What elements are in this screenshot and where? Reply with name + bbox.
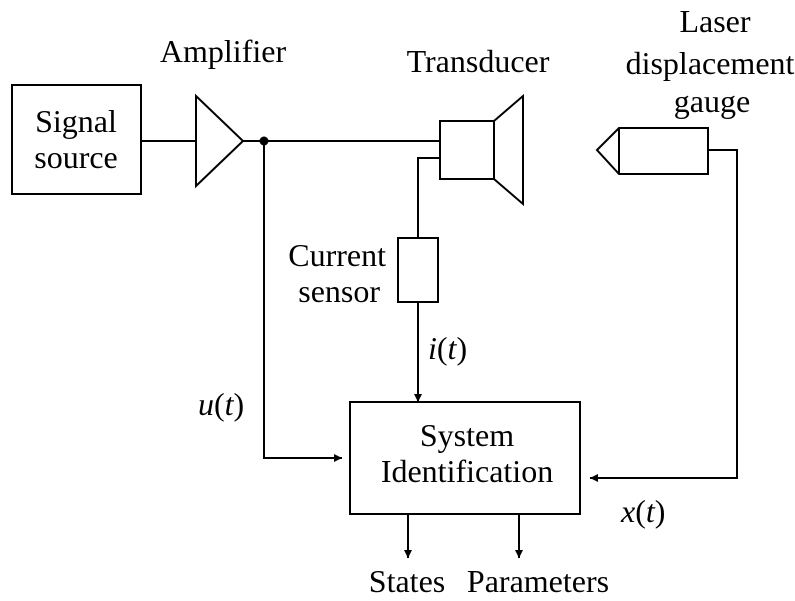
laser-gauge-label-line3: gauge	[674, 83, 750, 119]
current-signal-paren-close: )	[456, 330, 467, 366]
displacement-signal-paren-open: (	[635, 493, 646, 529]
current-sensor-box	[397, 237, 439, 303]
current-sensor-label-line2: sensor	[298, 273, 380, 309]
transducer-magnet-box	[439, 120, 495, 180]
voltage-signal-name: u	[198, 386, 214, 422]
displacement-signal-name: x	[620, 493, 635, 529]
laser-gauge-label-line2: displacement	[626, 45, 795, 81]
system-identification-label-line1: System	[420, 417, 514, 453]
transducer-cone	[493, 93, 524, 207]
current-sensor-label-line1: Current	[288, 237, 386, 273]
system-identification-block: System Identification	[349, 401, 581, 515]
amplifier-triangle	[195, 93, 245, 189]
current-signal-paren-open: (	[437, 330, 448, 366]
displacement-signal-wire	[590, 149, 738, 482]
voltage-signal-arg: t	[225, 386, 235, 422]
current-signal-arg: t	[448, 330, 458, 366]
voltage-signal-paren-close: )	[234, 386, 245, 422]
laser-gauge-label-line1: Laser	[679, 3, 750, 39]
system-identification-box	[349, 401, 581, 515]
voltage-signal-paren-open: (	[214, 386, 225, 422]
states-output-label: States	[369, 563, 445, 599]
signal-source-label-line2: source	[34, 139, 118, 175]
displacement-signal-label: x(t)	[620, 493, 665, 529]
signal-source-box	[11, 84, 142, 195]
laser-gauge-body	[595, 127, 709, 175]
amplifier-block: Amplifier	[160, 33, 287, 189]
displacement-signal-arg: t	[646, 493, 656, 529]
transducer-return-wire	[417, 157, 440, 238]
parameters-output-label: Parameters	[467, 563, 609, 599]
signal-source-label-line1: Signal	[35, 103, 117, 139]
transducer-label: Transducer	[407, 43, 550, 79]
current-signal-label: i(t)	[428, 330, 467, 366]
current-signal-name: i	[428, 330, 437, 366]
amplifier-label: Amplifier	[160, 33, 287, 69]
transducer-block: Transducer	[407, 43, 550, 207]
current-sensor-block: Current sensor	[288, 237, 439, 309]
displacement-signal-paren-close: )	[655, 493, 666, 529]
signal-source-block: Signal source	[11, 84, 142, 195]
voltage-signal-wire	[263, 141, 342, 462]
system-identification-label-line2: Identification	[381, 453, 553, 489]
voltage-signal-label: u(t)	[198, 386, 244, 422]
laser-gauge-block: Laser displacement gauge	[595, 3, 795, 175]
